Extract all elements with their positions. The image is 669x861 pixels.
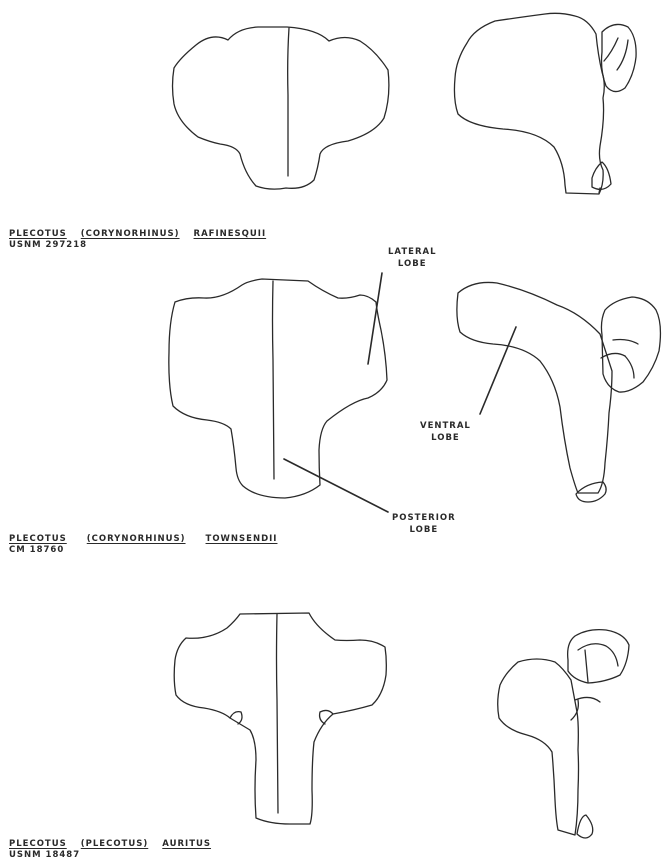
ventral-lobe-label-line2: LOBE (420, 432, 471, 444)
species-name: AURITUS (162, 839, 211, 849)
posterior-lobe-label: POSTERIOR LOBE (392, 512, 456, 536)
rafinesquii-lateral-outline (454, 13, 604, 194)
genus-name: PLECOTUS (9, 839, 67, 849)
lateral-lobe-label: LATERAL LOBE (388, 246, 436, 270)
auritus-ventral-tip-outline (577, 815, 593, 838)
posterior-lobe-label-line2: LOBE (392, 524, 456, 536)
posterior-lobe-leader (284, 459, 388, 512)
specimen-name-line: PLECOTUS (CORYNORHINUS) TOWNSENDII (9, 534, 277, 545)
rafinesquii-dorsal-outline (173, 27, 389, 189)
specimen-name-line: PLECOTUS (CORYNORHINUS) RAFINESQUII (9, 229, 266, 240)
genus-name: PLECOTUS (9, 229, 67, 239)
lateral-lobe-label-line1: LATERAL (388, 246, 436, 258)
specimen-caption-auritus: PLECOTUS (PLECOTUS) AURITUS USNM 18487 (9, 839, 211, 861)
specimen-caption-townsendii: PLECOTUS (CORYNORHINUS) TOWNSENDII CM 1876… (9, 534, 277, 556)
townsendii-condyle-outline (601, 297, 660, 392)
ventral-lobe-label-line1: VENTRAL (420, 420, 471, 432)
townsendii-lateral-outline (457, 282, 612, 493)
catalog-number: USNM 297218 (9, 240, 266, 251)
species-name: RAFINESQUII (194, 229, 267, 239)
auritus-lateral-outline (498, 659, 579, 835)
ventral-lobe-label: VENTRAL LOBE (420, 420, 471, 444)
rafinesquii-dorsal-midline (288, 28, 289, 176)
auritus-dorsal-midline (277, 614, 279, 813)
lateral-lobe-leader (368, 273, 382, 364)
subgenus-name: (CORYNORHINUS) (87, 534, 186, 544)
subgenus-name: (PLECOTUS) (81, 839, 149, 849)
posterior-lobe-label-line1: POSTERIOR (392, 512, 456, 524)
catalog-number: CM 18760 (9, 545, 277, 556)
townsendii-dorsal-midline (273, 281, 275, 479)
genus-name: PLECOTUS (9, 534, 67, 544)
specimen-name-line: PLECOTUS (PLECOTUS) AURITUS (9, 839, 211, 850)
catalog-number: USNM 18487 (9, 850, 211, 861)
townsendii-dorsal-outline (169, 279, 387, 498)
subgenus-name: (CORYNORHINUS) (81, 229, 180, 239)
auritus-condyle-outline (568, 630, 629, 683)
lateral-lobe-label-line2: LOBE (388, 258, 436, 270)
specimen-caption-rafinesquii: PLECOTUS (CORYNORHINUS) RAFINESQUII USNM 2… (9, 229, 266, 251)
ventral-lobe-leader (480, 327, 516, 414)
auritus-dorsal-outline (174, 613, 386, 824)
species-name: TOWNSENDII (206, 534, 278, 544)
